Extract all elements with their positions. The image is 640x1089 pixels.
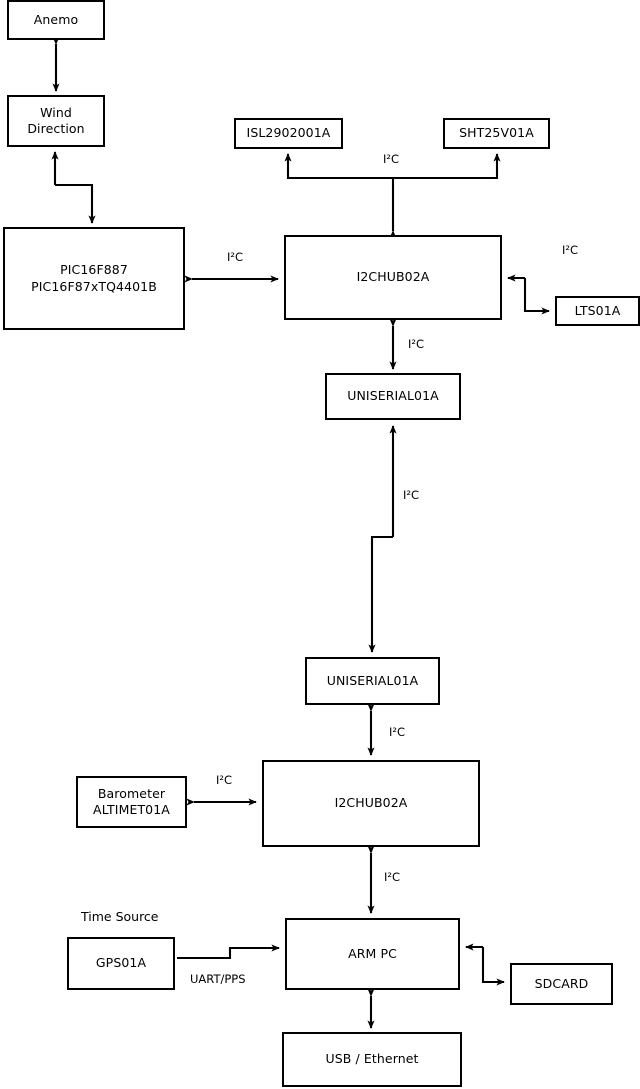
edge-label-i2c-hub-uni: I²C	[408, 337, 425, 351]
node-arm-pc-label: ARM PC	[348, 945, 397, 961]
edge-label-i2c-hub-lts: I²C	[562, 243, 579, 257]
node-arm-pc[interactable]: ARM PC	[285, 918, 460, 990]
edge-label-i2c-uni-hub2: I²C	[389, 725, 406, 739]
edge-label-i2c-baro-hub2: I²C	[216, 773, 233, 787]
wire-bus-to-sht	[393, 153, 501, 180]
node-lts01a[interactable]: LTS01A	[555, 296, 640, 326]
wire-wind-pic-down	[55, 183, 96, 224]
wire-gps-arm	[177, 944, 280, 960]
node-pic-mcu-label: PIC16F887 PIC16F87xTQ4401B	[31, 262, 157, 295]
node-anemo-label: Anemo	[33, 11, 79, 27]
wind-line-1: Wind	[40, 104, 72, 120]
node-sht25v01a-label: SHT25V01A	[459, 125, 534, 141]
node-uniserial01a-top[interactable]: UNISERIAL01A	[325, 373, 461, 420]
edge-label-i2c-bus-top: I²C	[383, 152, 400, 166]
edge-label-i2c-hub2-arm: I²C	[384, 870, 401, 884]
edge-label-i2c-uni-uni: I²C	[403, 488, 420, 502]
node-i2chub02a-top-label: I2CHUB02A	[356, 269, 430, 285]
node-pic-mcu[interactable]: PIC16F887 PIC16F87xTQ4401B	[3, 227, 185, 330]
pic-line-1: PIC16F887	[60, 262, 128, 278]
node-sdcard-label: SDCARD	[534, 975, 589, 991]
node-i2chub02a-bottom-label: I2CHUB02A	[334, 795, 408, 811]
node-usb-ethernet-label: USB / Ethernet	[325, 1051, 419, 1067]
barometer-line-1: Barometer	[97, 785, 166, 801]
node-gps01a-label: GPS01A	[95, 955, 147, 971]
node-uniserial01a-bottom-label: UNISERIAL01A	[326, 672, 419, 688]
node-i2chub02a-top[interactable]: I2CHUB02A	[284, 235, 502, 320]
node-i2chub02a-bottom[interactable]: I2CHUB02A	[262, 760, 480, 847]
wire-bus-to-isl	[284, 153, 393, 180]
node-isl2902001a-label: ISL2902001A	[246, 125, 331, 141]
node-anemo[interactable]: Anemo	[7, 0, 105, 40]
wind-line-2: Direction	[27, 121, 85, 136]
node-uniserial01a-top-label: UNISERIAL01A	[347, 388, 439, 404]
node-isl2902001a[interactable]: ISL2902001A	[234, 118, 343, 149]
node-barometer[interactable]: Barometer ALTIMET01A	[76, 776, 187, 828]
label-time-source: Time Source	[81, 909, 159, 924]
node-wind-direction[interactable]: Wind Direction	[7, 95, 105, 147]
node-gps01a[interactable]: GPS01A	[67, 937, 175, 990]
node-barometer-label: Barometer ALTIMET01A	[93, 786, 170, 819]
node-sht25v01a[interactable]: SHT25V01A	[443, 118, 550, 149]
node-lts01a-label: LTS01A	[574, 302, 621, 318]
node-sdcard[interactable]: SDCARD	[510, 963, 613, 1005]
edge-label-uart-pps: UART/PPS	[190, 972, 246, 986]
node-usb-ethernet[interactable]: USB / Ethernet	[282, 1032, 462, 1087]
pic-line-2: PIC16F87xTQ4401B	[31, 278, 157, 294]
node-uniserial01a-bottom[interactable]: UNISERIAL01A	[305, 657, 440, 705]
wire-arm-sd-out	[481, 947, 505, 986]
barometer-line-2: ALTIMET01A	[93, 802, 170, 817]
node-wind-direction-label: Wind Direction	[27, 105, 84, 138]
wire-hub-lts-out	[523, 278, 550, 315]
edge-label-i2c-pic-hub: I²C	[227, 250, 244, 264]
wire-uni-uni-down	[368, 535, 393, 653]
